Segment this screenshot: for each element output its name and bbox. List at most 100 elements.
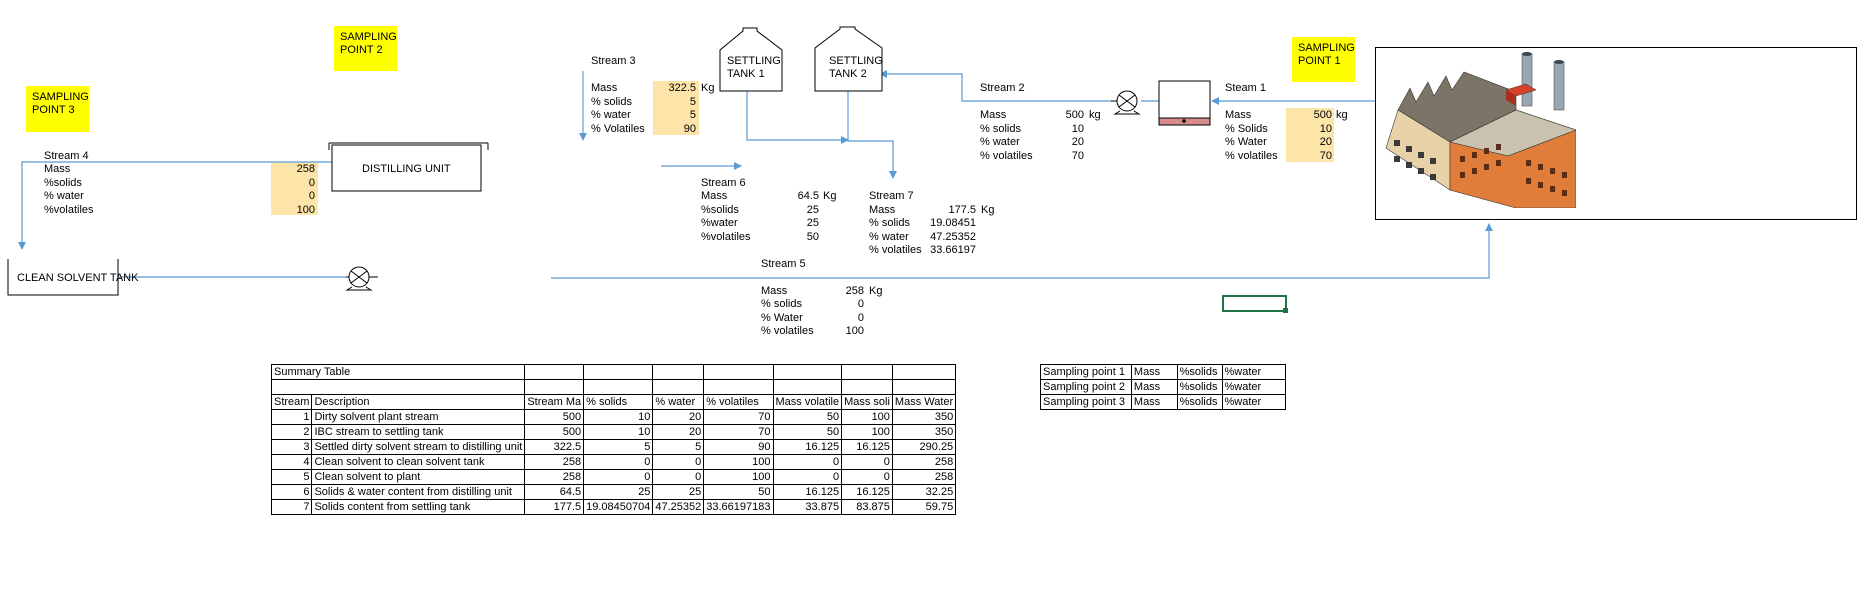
table-cell[interactable]: 10	[583, 424, 654, 440]
table-cell[interactable]	[524, 364, 585, 380]
table-cell[interactable]: 0	[841, 469, 893, 485]
table-cell[interactable]	[772, 379, 843, 395]
stream7-value-mass[interactable]: 177.5	[948, 204, 976, 216]
table-cell[interactable]: 2	[270, 424, 313, 440]
table-cell[interactable]: 70	[703, 409, 774, 425]
stream6-value-solids[interactable]: 25	[806, 204, 819, 216]
table-cell[interactable]: 5	[583, 439, 654, 455]
sampling-point-2-note[interactable]: SAMPLING POINT 2	[334, 26, 397, 71]
sampling-point-3-note[interactable]: SAMPLING POINT 3	[26, 86, 89, 132]
stream6-value-mass[interactable]: 64.5	[797, 190, 819, 202]
table-cell[interactable]: 50	[703, 484, 774, 500]
table-cell[interactable]: Sampling point 3	[1040, 394, 1132, 410]
table-cell[interactable]: 3	[270, 439, 313, 455]
column-header[interactable]: % water	[652, 394, 705, 410]
table-cell[interactable]	[652, 364, 705, 380]
table-cell[interactable]: 16.125	[772, 439, 843, 455]
stream4-value-volatiles[interactable]: 100	[296, 204, 315, 216]
table-cell[interactable]: %water	[1221, 364, 1286, 380]
stream6-value-volatiles[interactable]: 50	[806, 231, 819, 243]
table-cell[interactable]: %solids	[1176, 364, 1223, 380]
column-header[interactable]: Mass soli	[841, 394, 893, 410]
table-cell[interactable]: 25	[583, 484, 654, 500]
table-cell[interactable]: 50	[772, 409, 843, 425]
table-cell[interactable]: 90	[703, 439, 774, 455]
table-cell[interactable]: 258	[524, 454, 585, 470]
table-cell[interactable]: 290.25	[891, 439, 957, 455]
table-cell[interactable]: 64.5	[524, 484, 585, 500]
table-cell[interactable]: 0	[772, 469, 843, 485]
table-cell[interactable]	[524, 379, 585, 395]
column-header[interactable]: Stream	[270, 394, 313, 410]
stream6-value-water[interactable]: 25	[806, 217, 819, 229]
table-cell[interactable]	[583, 364, 654, 380]
table-cell[interactable]: %solids	[1176, 394, 1223, 410]
table-cell[interactable]: 25	[652, 484, 705, 500]
table-cell[interactable]: 32.25	[891, 484, 957, 500]
stream1-value-mass[interactable]: 500	[1313, 109, 1332, 121]
summary-title[interactable]: Summary Table	[270, 364, 526, 380]
table-cell[interactable]: 59.75	[891, 499, 957, 515]
stream4-value-solids[interactable]: 0	[308, 177, 315, 189]
table-cell[interactable]: IBC stream to settling tank	[311, 424, 526, 440]
table-cell[interactable]: 16.125	[772, 484, 843, 500]
table-cell[interactable]: 100	[703, 469, 774, 485]
table-cell[interactable]: Mass	[1130, 379, 1178, 395]
table-cell[interactable]: 5	[270, 469, 313, 485]
stream1-value-water[interactable]: 20	[1319, 136, 1332, 148]
table-cell[interactable]: 83.875	[841, 499, 893, 515]
table-cell[interactable]: %water	[1221, 379, 1286, 395]
table-cell[interactable]: %solids	[1176, 379, 1223, 395]
stream5-value-water[interactable]: 0	[857, 312, 864, 324]
table-cell[interactable]: Sampling point 1	[1040, 364, 1132, 380]
table-cell[interactable]: %water	[1221, 394, 1286, 410]
table-cell[interactable]: 500	[524, 409, 585, 425]
column-header[interactable]: Mass volatile	[772, 394, 843, 410]
column-header[interactable]: Mass Water	[891, 394, 957, 410]
table-cell[interactable]: 19.08450704	[583, 499, 654, 515]
column-header[interactable]: Description	[311, 394, 526, 410]
stream7-value-volatiles[interactable]: 33.66197	[930, 244, 976, 256]
table-cell[interactable]: 100	[841, 424, 893, 440]
stream3-value-volatiles[interactable]: 90	[683, 123, 696, 135]
factory-image-frame[interactable]	[1375, 47, 1857, 220]
table-cell[interactable]: 258	[891, 469, 957, 485]
selected-cell[interactable]	[1222, 295, 1287, 312]
stream4-value-mass[interactable]: 258	[296, 163, 315, 175]
table-cell[interactable]: 1	[270, 409, 313, 425]
stream2-value-solids[interactable]: 10	[1071, 123, 1084, 135]
table-cell[interactable]: 322.5	[524, 439, 585, 455]
table-cell[interactable]: Mass	[1130, 364, 1178, 380]
table-cell[interactable]: 100	[841, 409, 893, 425]
table-cell[interactable]: 500	[524, 424, 585, 440]
fill-handle[interactable]	[1283, 308, 1288, 313]
table-cell[interactable]	[583, 379, 654, 395]
table-cell[interactable]: 0	[841, 454, 893, 470]
table-cell[interactable]: 0	[772, 454, 843, 470]
table-cell[interactable]	[772, 364, 843, 380]
table-cell[interactable]	[703, 379, 774, 395]
table-cell[interactable]	[841, 379, 893, 395]
stream7-value-water[interactable]: 47.25352	[930, 231, 976, 243]
table-cell[interactable]: 10	[583, 409, 654, 425]
table-cell[interactable]: 33.875	[772, 499, 843, 515]
stream2-value-volatiles[interactable]: 70	[1071, 150, 1084, 162]
stream3-value-solids[interactable]: 5	[689, 96, 696, 108]
table-cell[interactable]: Dirty solvent plant stream	[311, 409, 526, 425]
table-cell[interactable]: 0	[583, 454, 654, 470]
table-cell[interactable]: 0	[652, 469, 705, 485]
stream5-value-mass[interactable]: 258	[845, 285, 864, 297]
stream3-value-mass[interactable]: 322.5	[668, 82, 696, 94]
table-cell[interactable]: 16.125	[841, 484, 893, 500]
table-cell[interactable]: 7	[270, 499, 313, 515]
table-cell[interactable]	[652, 379, 705, 395]
stream1-value-solids[interactable]: 10	[1319, 123, 1332, 135]
table-cell[interactable]: 177.5	[524, 499, 585, 515]
table-cell[interactable]: Solids content from settling tank	[311, 499, 526, 515]
table-cell[interactable]	[891, 364, 957, 380]
stream4-value-water[interactable]: 0	[308, 190, 315, 202]
table-cell[interactable]: 0	[583, 469, 654, 485]
table-cell[interactable]: 33.66197183	[703, 499, 774, 515]
table-cell[interactable]: 350	[891, 409, 957, 425]
table-cell[interactable]: Sampling point 2	[1040, 379, 1132, 395]
